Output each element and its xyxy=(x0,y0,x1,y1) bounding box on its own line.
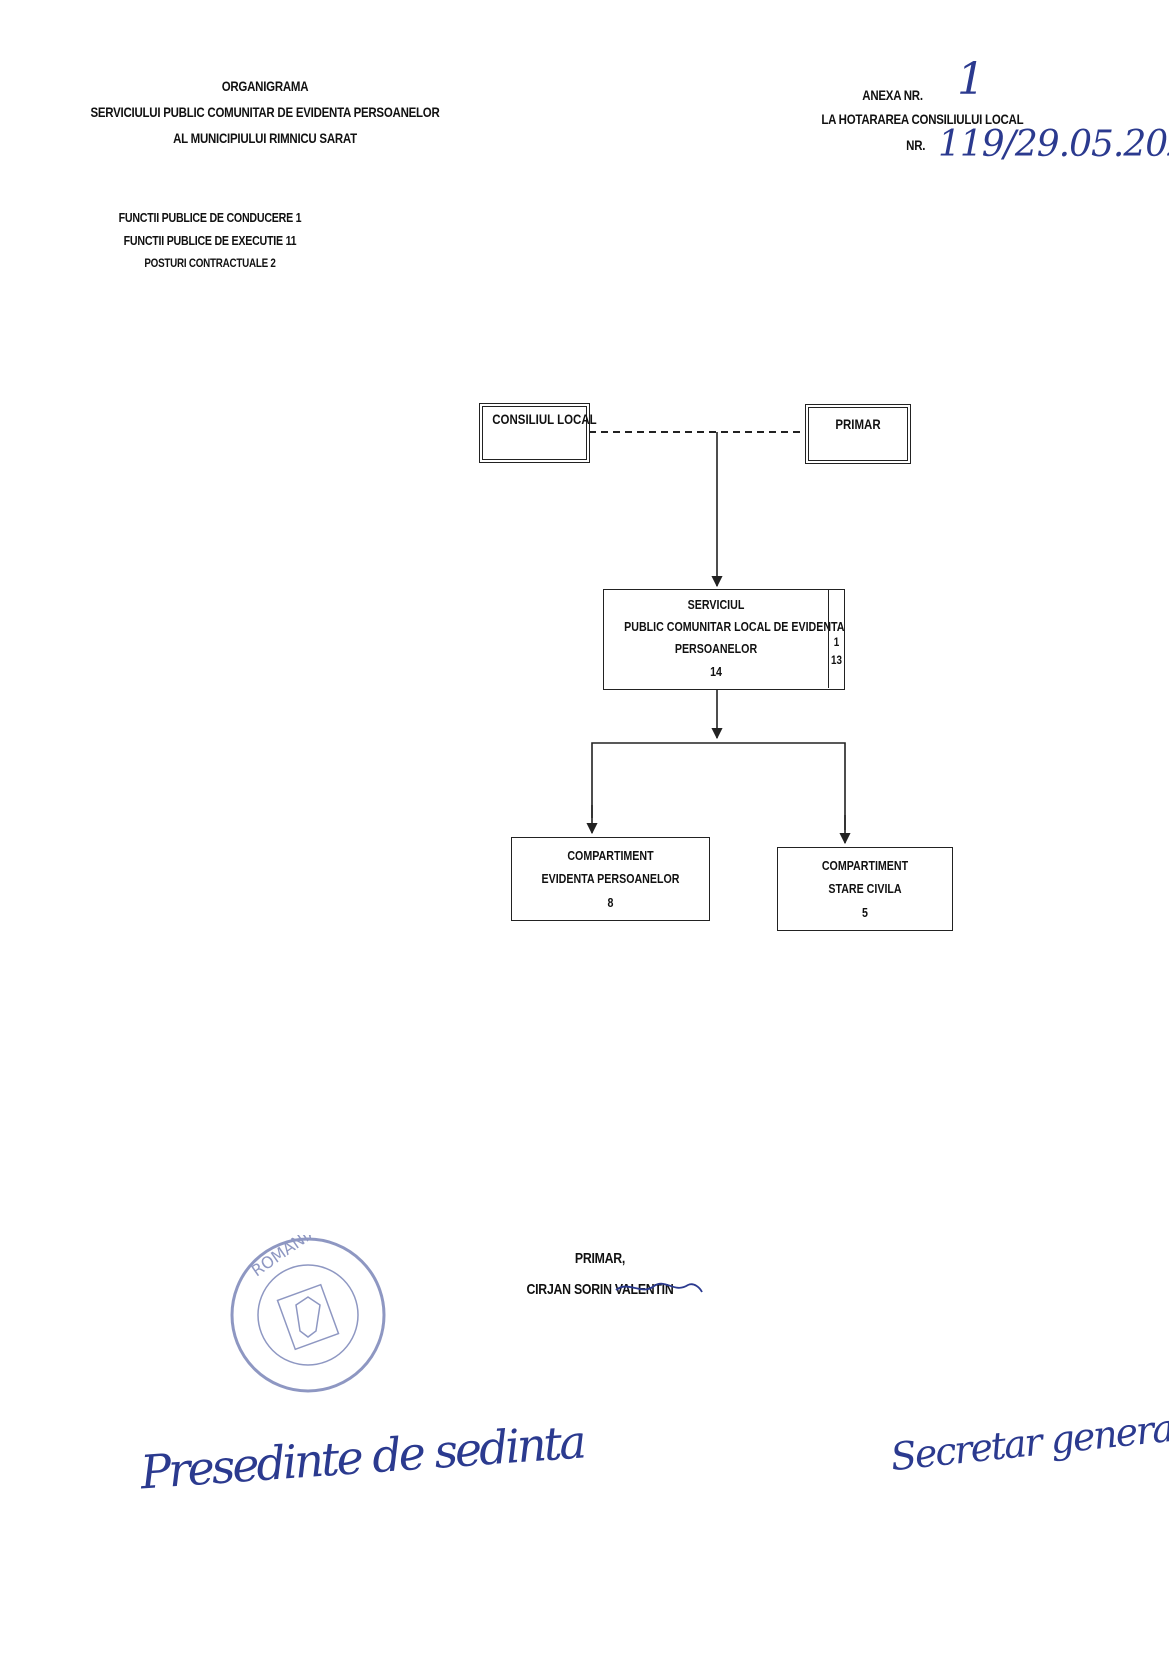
stat-execution: FUNCTII PUBLICE DE EXECUTIE 11 xyxy=(123,233,297,248)
document-title: ORGANIGRAMA xyxy=(221,78,309,94)
mayor-box: PRIMAR xyxy=(805,404,911,464)
dept-evidenta-line1: COMPARTIMENT xyxy=(567,848,654,863)
official-stamp: ROMANIA xyxy=(230,1235,386,1393)
service-line2: PUBLIC COMUNITAR LOCAL DE EVIDENTA xyxy=(624,619,845,634)
service-main: SERVICIUL PUBLIC COMUNITAR LOCAL DE EVID… xyxy=(604,590,845,688)
dept-stare-civila-line2: STARE CIVILA xyxy=(828,881,902,896)
document-subtitle-city: AL MUNICIPIULUI RIMNICU SARAT xyxy=(173,130,357,146)
dept-evidenta-count: 8 xyxy=(607,895,614,910)
service-side-execution: 13 xyxy=(831,653,842,667)
branch-line xyxy=(591,742,846,830)
dept-stare-civila-count: 5 xyxy=(862,905,868,920)
dept-evidenta-box: COMPARTIMENT EVIDENTA PERSOANELOR 8 xyxy=(511,837,710,921)
document-subtitle: SERVICIULUI PUBLIC COMUNITAR DE EVIDENTA… xyxy=(90,104,440,120)
dept-stare-civila-box: COMPARTIMENT STARE CIVILA 5 xyxy=(777,847,953,931)
service-box: SERVICIUL PUBLIC COMUNITAR LOCAL DE EVID… xyxy=(603,589,845,690)
svg-text:ROMANIA: ROMANIA xyxy=(248,1235,321,1280)
mayor-label: PRIMAR xyxy=(835,416,881,432)
service-total: 14 xyxy=(710,664,722,679)
service-line3: PERSOANELOR xyxy=(674,641,758,656)
dept-evidenta-line2: EVIDENTA PERSOANELOR xyxy=(541,871,680,886)
service-side-panel: 1 13 xyxy=(828,590,844,688)
service-side-management: 1 xyxy=(833,635,840,649)
annex-label: ANEXA NR. xyxy=(862,87,923,103)
stat-contract: POSTURI CONTRACTUALE 2 xyxy=(144,256,276,270)
annex-decision-label: LA HOTARAREA CONSILIULUI LOCAL xyxy=(820,111,1023,127)
council-box: CONSILIUL LOCAL xyxy=(479,403,597,463)
stat-management: FUNCTII PUBLICE DE CONDUCERE 1 xyxy=(118,210,302,225)
council-label: CONSILIUL LOCAL xyxy=(492,411,597,427)
dept-stare-civila-line1: COMPARTIMENT xyxy=(821,858,909,873)
signature-name: CIRJAN SORIN VALENTIN xyxy=(526,1281,674,1298)
annex-number-label: NR. xyxy=(905,137,925,153)
annex-handwritten-number: 1 xyxy=(957,54,985,105)
signature-role: PRIMAR, xyxy=(574,1250,626,1267)
annex-handwritten-decision: 119/29.05.2025 xyxy=(938,124,1169,165)
mayor-signature-scribble xyxy=(615,1282,703,1293)
service-line1: SERVICIUL xyxy=(687,597,745,612)
